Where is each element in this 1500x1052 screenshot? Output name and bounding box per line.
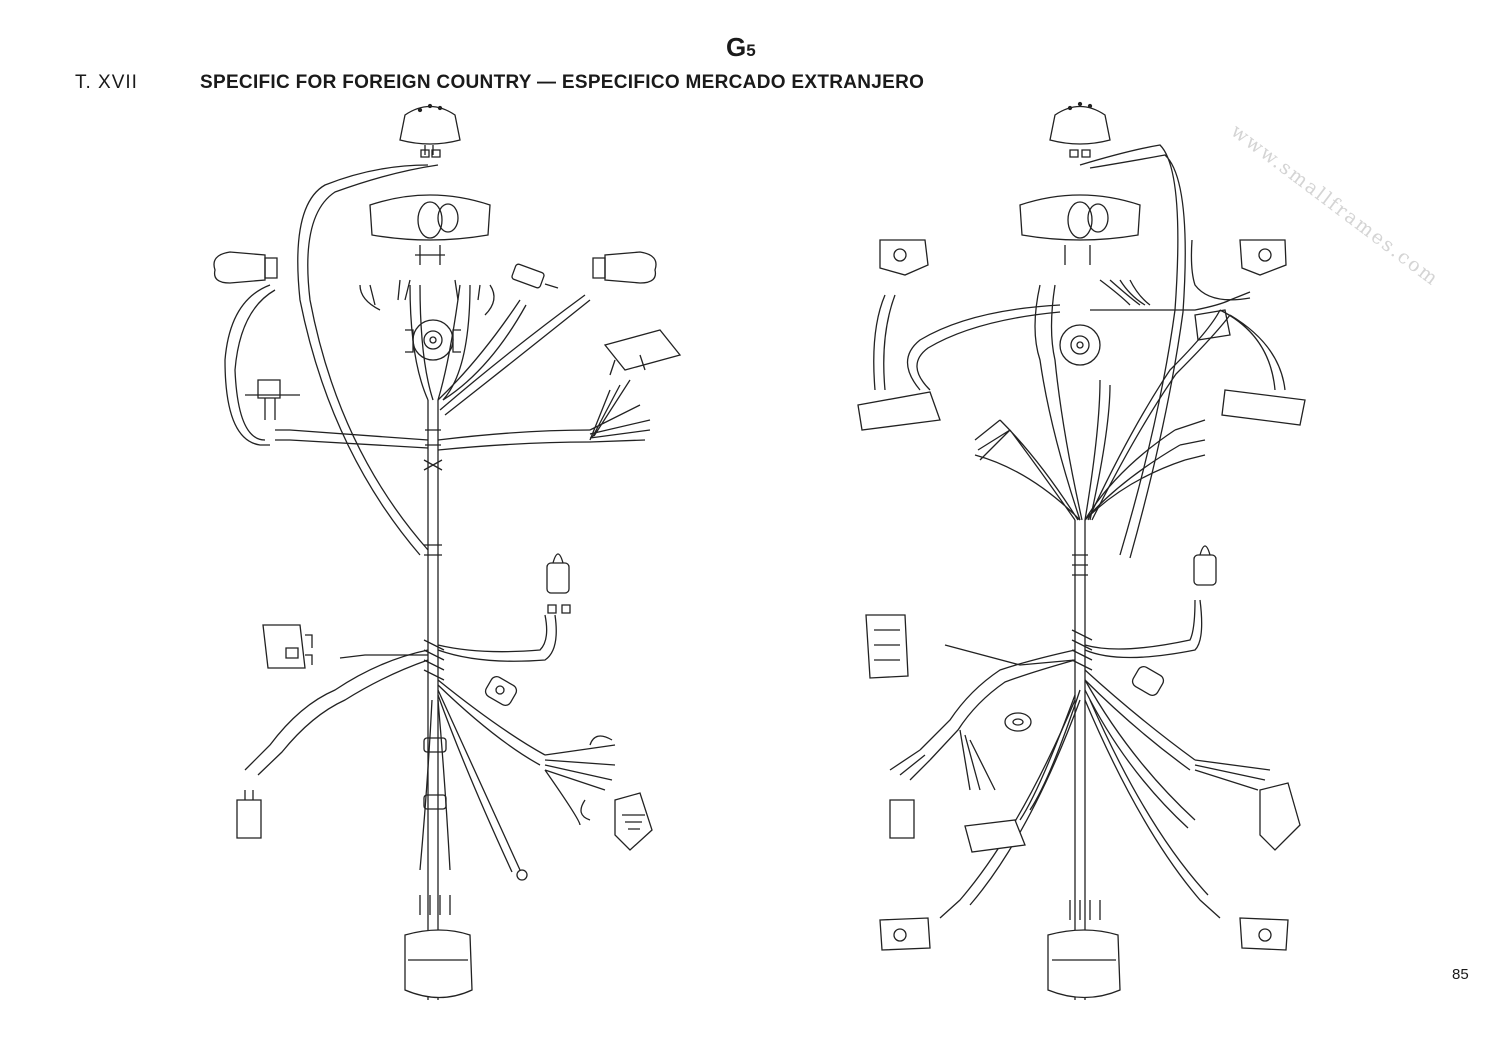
- lamp-bulb-rear-right: [1194, 546, 1216, 585]
- table-number: T. XVII: [75, 72, 138, 93]
- horn-button-right: [1130, 664, 1165, 697]
- headlamp-right: [1020, 195, 1140, 265]
- flasher-unit-right: [858, 392, 940, 430]
- horn-button-left: [483, 674, 518, 707]
- ignition-switch-right: [1060, 325, 1100, 365]
- left-wiring-harness: [0, 0, 700, 1052]
- rubber-grommet-right: [1005, 713, 1031, 731]
- rear-turn-signal-left-right: [880, 918, 930, 950]
- junction-bundle-right: [1195, 310, 1230, 340]
- instrument-lamp-top: [400, 105, 460, 158]
- page-title: SPECIFIC FOR FOREIGN COUNTRY — ESPECIFIC…: [200, 72, 925, 93]
- fuse-box: [245, 380, 300, 420]
- condenser-left: [237, 790, 261, 838]
- handlebar-switch-left: [880, 240, 928, 275]
- thermal-switch: [511, 263, 558, 288]
- rear-lamp-left: [405, 895, 472, 998]
- relay-right: [1222, 390, 1305, 425]
- right-wiring-harness: [800, 0, 1500, 1052]
- ignition-coil-left: [615, 793, 652, 850]
- lower-branches: [245, 615, 615, 872]
- condenser-right: [890, 800, 914, 838]
- rear-turn-signal-right-right: [1240, 918, 1288, 950]
- section-code: G5: [726, 32, 756, 63]
- handlebar-switch-right: [1240, 240, 1286, 275]
- ground-terminal-left: [517, 870, 527, 880]
- lamp-bulb-rear: [547, 554, 570, 613]
- upper-branches: [225, 165, 650, 555]
- front-turn-signal-right: [593, 252, 656, 283]
- instrument-lamp-top-right: [1050, 103, 1110, 158]
- regulator-right: [866, 615, 908, 678]
- headlamp: [370, 195, 490, 265]
- lower-branches-right: [890, 600, 1270, 920]
- ignition-coil-right: [1260, 783, 1300, 850]
- voltage-regulator-right: [965, 820, 1025, 852]
- flasher-relay: [605, 330, 680, 375]
- page-number: 85: [1452, 966, 1469, 983]
- regulator-left: [263, 625, 312, 668]
- upper-branches-right: [874, 145, 1285, 558]
- front-turn-signal-left: [214, 252, 277, 283]
- rear-lamp-right: [1048, 930, 1120, 998]
- main-trunk-right: [1072, 520, 1092, 1000]
- section-subscript: 5: [746, 41, 756, 60]
- section-letter: G: [726, 32, 747, 62]
